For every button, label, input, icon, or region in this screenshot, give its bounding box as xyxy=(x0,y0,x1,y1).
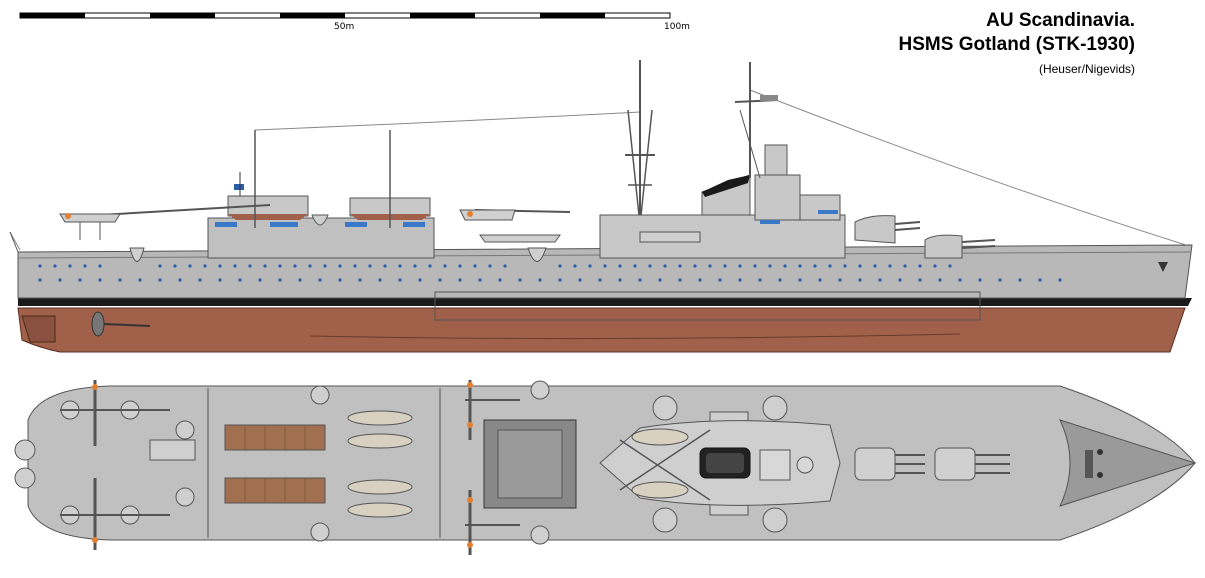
scale-label-100m: 100m xyxy=(664,22,690,32)
forward-turret-a xyxy=(934,447,1010,481)
forward-turret-b xyxy=(854,447,925,481)
scale-bar: 50m 100m xyxy=(19,12,690,32)
side-profile xyxy=(9,60,1193,353)
scale-label-50m: 50m xyxy=(334,22,354,32)
credit-text: (Heuser/Nigevids) xyxy=(1038,62,1135,76)
title-line-2: HSMS Gotland (STK-1930) xyxy=(898,34,1135,55)
midship-catapult xyxy=(459,209,571,243)
anchor-icon xyxy=(1158,262,1168,272)
aft-catapult xyxy=(59,204,271,240)
title-line-1: AU Scandinavia. xyxy=(986,10,1135,31)
top-view xyxy=(14,380,1197,555)
ensign-flag-icon xyxy=(234,184,244,190)
